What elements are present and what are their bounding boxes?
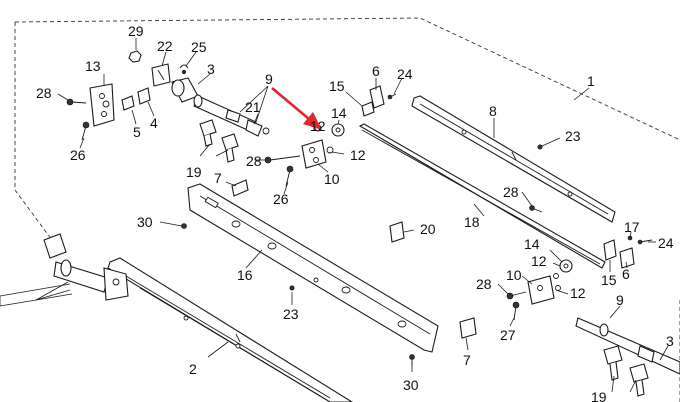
part-2-valve-block [43, 233, 129, 301]
callout-30-lower: 30 [403, 377, 419, 393]
part-8-rail [411, 95, 616, 223]
hose-lines-left [0, 283, 73, 307]
part-5-collar [121, 95, 135, 111]
screw-28-top [264, 155, 301, 164]
part-9-rod-right [575, 317, 680, 375]
callout-6-right: 6 [622, 266, 630, 282]
washer-12-right [553, 273, 561, 291]
callout-27: 27 [500, 327, 516, 343]
callout-5: 5 [133, 124, 141, 140]
screw-23-right [537, 144, 543, 150]
callout-28-right: 28 [476, 276, 492, 292]
callout-7-upper: 7 [214, 170, 222, 186]
part-7-bracket-lower [459, 317, 477, 339]
part-2-frame [107, 257, 354, 402]
callout-20: 20 [420, 221, 436, 237]
part-6-block-right [619, 247, 635, 269]
callout-28-top: 28 [246, 153, 262, 169]
callout-3-top: 3 [207, 61, 215, 77]
callout-17: 17 [624, 219, 640, 235]
callout-12-right-b: 12 [570, 285, 586, 301]
callout-13: 13 [85, 58, 101, 74]
screw-24-right [637, 239, 653, 245]
part-18-rail [358, 123, 606, 269]
part-9-rod-assembly [193, 94, 270, 137]
callout-14-top: 14 [331, 105, 347, 121]
part-6-block-top [369, 85, 385, 109]
callout-26-top: 26 [273, 191, 289, 207]
callout-7-lower: 7 [463, 352, 471, 368]
part-19-elbow-fitting-b [221, 133, 239, 163]
red-arrow-icon [271, 87, 322, 130]
part-15-spacer-top [361, 101, 375, 117]
part-7-bracket-upper [231, 179, 249, 197]
callout-labels: 1 2 3 3 4 5 6 6 7 7 8 9 9 10 10 12 12 12… [36, 23, 674, 402]
callout-21: 21 [245, 99, 261, 115]
assembly-boundary [14, 17, 680, 402]
screw-23-mid [289, 285, 295, 291]
part-22-block [151, 63, 171, 87]
part-10-bracket-top [301, 139, 327, 169]
callout-24-right: 24 [658, 235, 674, 251]
callout-2: 2 [189, 361, 197, 377]
callout-4: 4 [150, 115, 158, 131]
callout-12-top-b: 12 [350, 147, 366, 163]
callout-23-mid: 23 [283, 306, 299, 322]
part-13-bracket [89, 83, 115, 127]
callout-18: 18 [464, 214, 480, 230]
washer-14-top [331, 123, 345, 137]
callout-19-top: 19 [186, 164, 202, 180]
callout-24-top: 24 [397, 66, 413, 82]
callout-10-right: 10 [506, 267, 522, 283]
part-19-elbow-right [603, 345, 649, 397]
callout-3-right: 3 [666, 333, 674, 349]
screw-28-left [66, 98, 87, 106]
callout-29: 29 [128, 23, 144, 39]
part-10-bracket-right [527, 275, 555, 305]
part-19-elbow-fitting-a [199, 119, 217, 147]
callout-22: 22 [157, 38, 173, 54]
screw-24-top [387, 93, 397, 100]
callout-12-right-a: 12 [531, 253, 547, 269]
callout-8: 8 [489, 103, 497, 119]
part-4-collar [137, 87, 151, 105]
part-15-spacer-right [603, 239, 617, 261]
screw-26-top [285, 165, 294, 187]
callout-16: 16 [237, 267, 253, 283]
callout-14-right: 14 [524, 236, 540, 252]
screw-28-right [506, 291, 527, 300]
callout-30-upper: 30 [137, 214, 153, 230]
callout-6-top: 6 [372, 63, 380, 79]
callout-12-top-a: 12 [310, 118, 326, 134]
callout-15-right: 15 [601, 272, 617, 288]
callout-26-left: 26 [70, 147, 86, 163]
part-20-clip [389, 221, 405, 243]
callout-15-top: 15 [329, 78, 345, 94]
screw-28-rail [529, 205, 543, 213]
part-25-clip [179, 64, 189, 75]
callout-19-right: 19 [591, 389, 607, 402]
callout-28-rail: 28 [503, 184, 519, 200]
callout-25: 25 [191, 39, 207, 55]
callout-1: 1 [587, 73, 595, 89]
screw-27-right [512, 301, 520, 321]
leader-lines [35, 38, 669, 393]
callout-23-right: 23 [565, 128, 581, 144]
part-16-plate [187, 183, 439, 353]
screw-30-upper [181, 223, 187, 229]
screw-26-left [81, 121, 90, 141]
callout-28-left: 28 [36, 85, 52, 101]
callout-9-top: 9 [265, 71, 273, 87]
part-29-nut [128, 50, 142, 63]
callout-10-top: 10 [324, 171, 340, 187]
callout-9-right: 9 [616, 292, 624, 308]
